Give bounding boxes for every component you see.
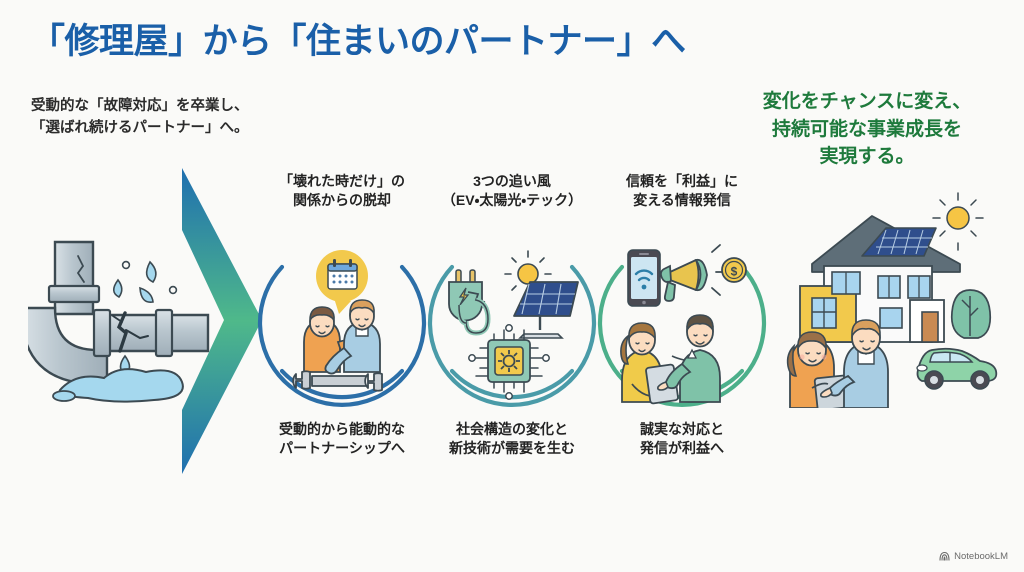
person-blue bbox=[324, 299, 381, 375]
wrench-icon bbox=[292, 370, 383, 392]
ev-plug-icon bbox=[448, 269, 491, 336]
tree-right bbox=[950, 289, 992, 339]
step-column-2: 3つの追い風 （EV・太陽光・テック） bbox=[422, 172, 602, 472]
sun-icon bbox=[504, 250, 552, 303]
step-column-1: 「壊れた時だけ」の 関係からの脱却 bbox=[252, 172, 432, 472]
subtitle-text: 受動的な「故障対応」を卒業し、 「選ばれ続けるパートナー」へ。 bbox=[31, 98, 249, 137]
green-message: 変化をチャンスに変え、 持続可能な事業成長を 実現する。 bbox=[762, 91, 972, 168]
green-car bbox=[916, 347, 998, 390]
microchip-gear-icon bbox=[468, 324, 550, 400]
page-title: 「修理屋」から「住まいのパートナー」へ bbox=[30, 22, 686, 61]
notebooklm-watermark: NotebookLM bbox=[939, 551, 1008, 562]
notebooklm-icon bbox=[939, 551, 950, 562]
step-3-caption: 誠実な対応と 発信が利益へ bbox=[640, 421, 724, 456]
man-pointing-icon bbox=[657, 314, 721, 403]
step-2-circle bbox=[422, 224, 602, 414]
svg-text:$: $ bbox=[731, 265, 738, 279]
step-2-caption: 社会構造の変化と 新技術が需要を生む bbox=[449, 421, 575, 456]
sun-icon bbox=[932, 192, 984, 251]
watermark-label: NotebookLM bbox=[954, 551, 1008, 562]
dollar-coin-icon: $ bbox=[721, 257, 747, 283]
step-column-3: 信頼を「利益」に 変える情報発信 bbox=[592, 172, 772, 472]
smartphone-wifi-icon bbox=[627, 249, 661, 307]
broken-water-pipe-illustration bbox=[19, 238, 218, 423]
step-1-caption: 受動的から能動的な パートナーシップへ bbox=[279, 421, 405, 456]
step-3-circle: $ bbox=[592, 224, 772, 414]
megaphone-icon bbox=[659, 244, 728, 302]
woman-tablet-icon bbox=[620, 322, 679, 405]
step-2-header: 3つの追い風 （EV・太陽光・テック） bbox=[441, 173, 583, 208]
man-with-tablet bbox=[820, 319, 889, 409]
solar-panel-icon bbox=[513, 281, 579, 339]
house bbox=[799, 215, 961, 343]
chevron-arrow bbox=[178, 168, 274, 479]
step-1-circle bbox=[252, 224, 432, 414]
house-solar-couple-illustration bbox=[782, 190, 1024, 413]
step-1-header: 「壊れた時だけ」の 関係からの脱却 bbox=[279, 173, 405, 208]
step-3-header: 信頼を「利益」に 変える情報発信 bbox=[626, 173, 738, 208]
